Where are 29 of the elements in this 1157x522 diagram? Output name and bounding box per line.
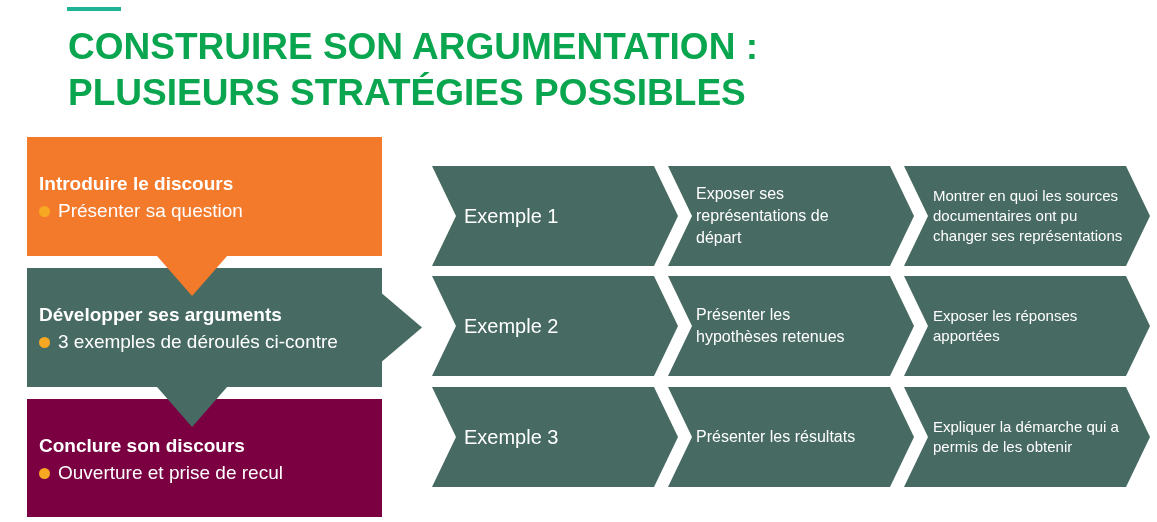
chevron-step <box>904 387 1150 487</box>
step-text: Exposer ses représentations de départ <box>696 184 830 248</box>
flow-arrow <box>157 387 228 427</box>
chevron-step <box>904 276 1150 376</box>
chevron-step <box>432 276 678 376</box>
flow-arrow <box>157 256 228 296</box>
chevron-step <box>432 387 678 487</box>
chevron-step <box>668 387 914 487</box>
step-text: Présenter les résultats <box>696 427 856 447</box>
example-label: Exemple 3 <box>464 425 559 449</box>
bullet-text: 3 exemples de déroulés ci-contre <box>58 330 338 354</box>
chevron-step <box>432 166 678 266</box>
title: CONSTRUIRE SON ARGUMENTATION : PLUSIEURS STRATÉGIES POSSIBLES <box>68 25 759 115</box>
step-text: Montrer en quoi les sources documentaires ont pu changer ses représentations <box>933 186 1124 246</box>
bullet-text: Présenter sa question <box>58 199 243 223</box>
step-panel <box>27 399 382 517</box>
step-text: Exposer les réponses apportées <box>933 306 1079 346</box>
chevron-step <box>904 166 1150 266</box>
step-text: Expliquer la démarche qui a permis de les obtenir <box>933 417 1120 457</box>
step-heading: Développer ses arguments <box>39 303 282 327</box>
example-label: Exemple 2 <box>464 314 559 338</box>
bullet-text: Ouverture et prise de recul <box>58 461 283 485</box>
step-heading: Introduire le discours <box>39 172 234 196</box>
chevron-step <box>668 276 914 376</box>
step-text: Présenter les hypothèses retenues <box>696 305 846 347</box>
chevron-step <box>668 166 914 266</box>
example-label: Exemple 1 <box>464 204 559 228</box>
flow-arrow <box>382 293 422 362</box>
step-heading: Conclure son discours <box>39 434 245 458</box>
